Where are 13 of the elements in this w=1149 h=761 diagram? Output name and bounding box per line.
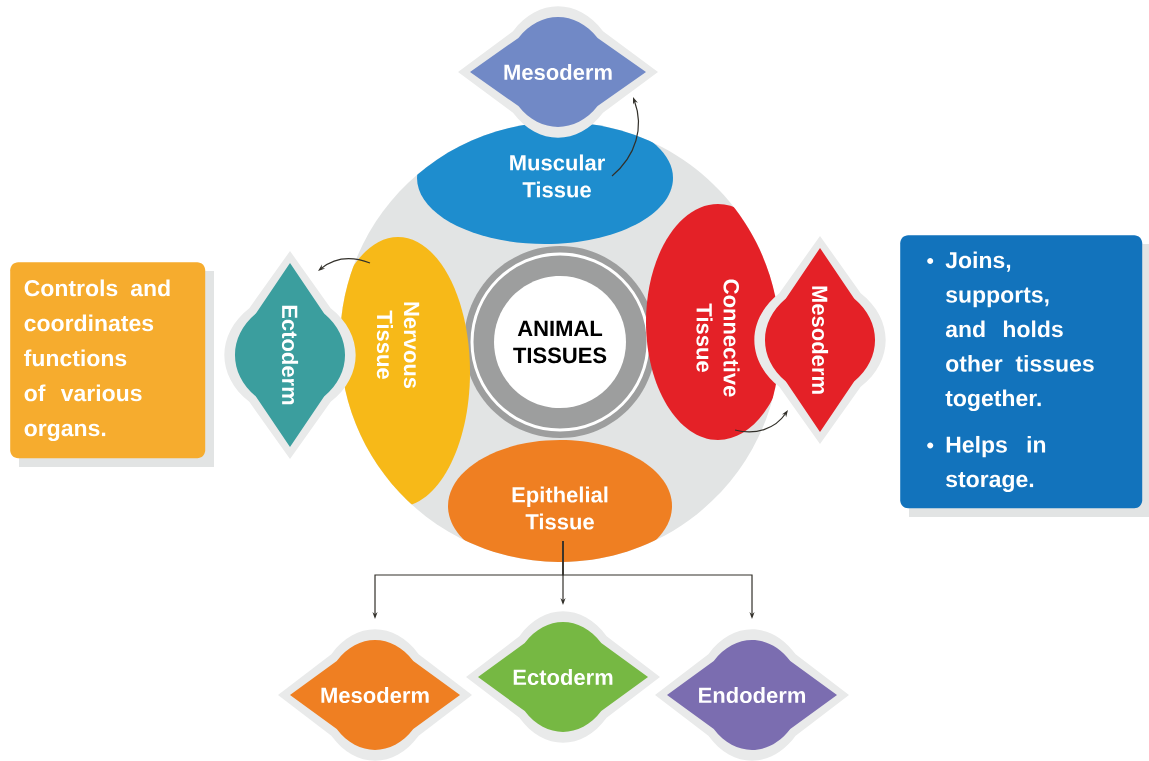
germ-layer-lens: Ectoderm [224,251,356,459]
tissue-blob: Muscular Tissue [417,122,673,244]
tissue-blob: Nervous Tissue [340,237,470,507]
tissue-blob: Epithelial Tissue [448,440,672,562]
arrow [734,410,788,433]
germ-layer-lens: Ectoderm [466,611,660,743]
germ-layer-lens: Mesoderm [278,629,472,761]
germ-layer-lens: Endoderm [655,629,849,761]
text-box: Joins, supports, and holds other tissues together. Helps in storage. [900,235,1149,517]
germ-layer-lens: Mesoderm [458,6,658,138]
arrow [318,258,371,271]
germ-layer-lens: Mesoderm [754,236,886,444]
text-box: Controls and coordinates functions of various organs. [10,262,214,467]
